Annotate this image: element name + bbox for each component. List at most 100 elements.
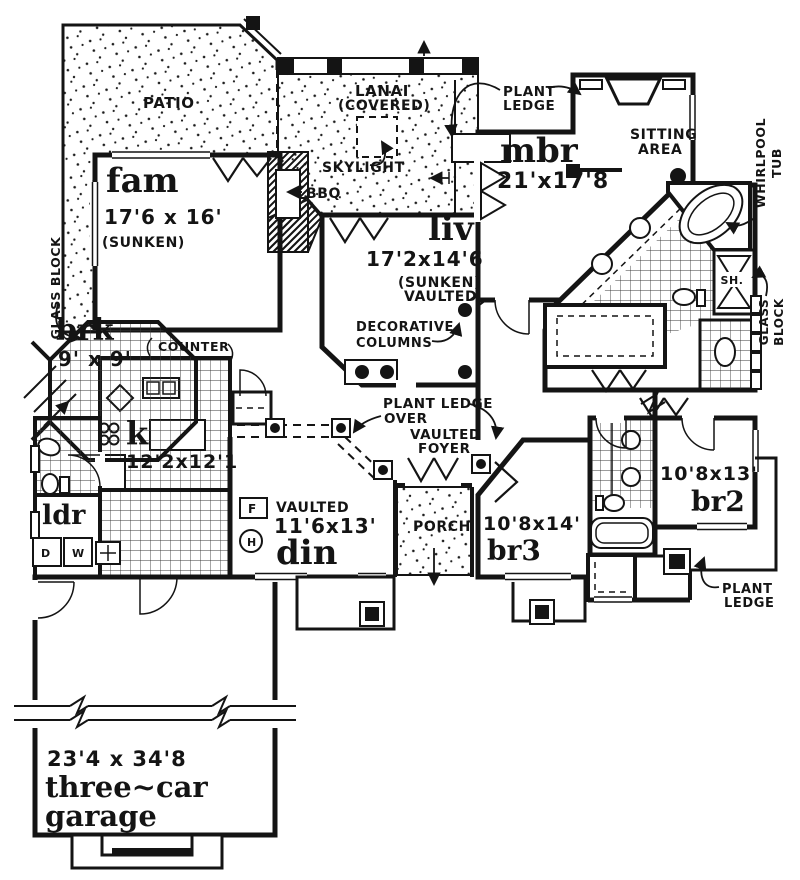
double-door-icon [480, 189, 507, 221]
toilet-icon [603, 494, 625, 512]
lanai-pillar [409, 58, 424, 73]
garage-name2: garage [45, 799, 157, 833]
glass-block-right-label2: BLOCK [772, 298, 786, 346]
glass-block-icon [750, 314, 762, 333]
bathtub-icon [590, 517, 654, 549]
column-icon [336, 423, 346, 433]
door-icon [494, 461, 519, 503]
family-dims: 17'6 x 16' [104, 205, 223, 229]
living-room [319, 212, 495, 390]
powder-room [33, 416, 105, 497]
door-arc [595, 417, 627, 449]
counter-label: COUNTER [158, 339, 229, 354]
glass-block-icon [750, 295, 762, 314]
column-icon [378, 465, 388, 475]
plant-ledge-top-label2: LEDGE [503, 98, 555, 114]
lanai-pillar [279, 58, 294, 73]
sink-icon [37, 437, 61, 457]
door-arc [239, 369, 267, 397]
door-arc [67, 454, 101, 488]
family-name: fam [106, 161, 179, 201]
toilet-icon [41, 473, 59, 495]
plant-ledge-shelf [451, 133, 511, 163]
lanai-area [277, 57, 479, 216]
bed2-name: br2 [691, 485, 745, 518]
bedroom2 [652, 413, 760, 532]
family-note: (SUNKEN) [102, 235, 185, 251]
closet-door-icon [591, 369, 621, 393]
wall-break-icon [69, 694, 231, 730]
column-icon [566, 164, 580, 178]
sitting-area-bay [579, 77, 686, 106]
foyer-label2: FOYER [418, 441, 471, 457]
living-name: liv [428, 209, 475, 249]
double-door-icon [480, 161, 507, 193]
toilet-icon [672, 288, 696, 306]
closet-door-icon [619, 369, 647, 391]
bbq-structure [267, 151, 324, 253]
column-icon [670, 168, 686, 184]
dining-note: VAULTED [276, 500, 349, 516]
glass-block-icon [750, 371, 762, 390]
entry-door-icon [433, 457, 459, 482]
laundry-name: ldr [42, 500, 86, 531]
decorative-label1: DECORATIVE [356, 320, 454, 335]
living-note2: VAULTED [404, 289, 477, 305]
laundry-room [30, 445, 121, 579]
sink-icon [621, 467, 641, 487]
glass-block-icon [750, 333, 762, 352]
lanai-label: LANAI [355, 82, 409, 100]
garage-name1: three~car [45, 770, 208, 804]
washer-icon [63, 537, 93, 567]
decorative-label2: COLUMNS [356, 336, 432, 351]
bed3-name: br3 [487, 534, 541, 567]
family-room [90, 150, 283, 333]
breakfast-name: brk [56, 313, 115, 348]
closet-door-icon [329, 217, 361, 245]
glass-block-icon [750, 352, 762, 371]
porch-area [295, 486, 587, 631]
bbq-label: BBQ [306, 186, 341, 202]
shower-icon [716, 255, 752, 284]
closet-door-icon [359, 217, 389, 241]
planter-icon [669, 554, 685, 569]
door-arc [139, 576, 178, 615]
dining-name: din [276, 533, 337, 573]
plant-ledge-top-label1: PLANT [503, 84, 556, 100]
door-arc [494, 299, 530, 335]
shower-label: SH. [720, 274, 743, 287]
kitchen-dims: 12'2x12'1 [126, 451, 238, 473]
skylight-label: SKYLIGHT [322, 160, 405, 176]
door-arc [37, 581, 75, 619]
kitchen-name: k [126, 414, 149, 452]
lanai-pillar [327, 58, 342, 73]
door-icon [663, 397, 689, 417]
dryer-label: D [41, 547, 51, 560]
living-note1: (SUNKEN) [398, 275, 481, 291]
column-icon [458, 365, 472, 379]
breakfast-dims: 9' x 9' [58, 347, 132, 371]
sink-icon [714, 337, 736, 367]
porch-label: PORCH [413, 519, 471, 535]
whirlpool-label1: WHIRLPOOL [753, 118, 768, 208]
column-icon [380, 365, 394, 379]
sink-icon [591, 253, 613, 275]
bed2-dims: 10'8x13' [660, 463, 758, 485]
annotation-arrows [55, 39, 768, 589]
column-icon [355, 365, 369, 379]
foyer-label1: VAULTED [410, 427, 481, 443]
closet-door-icon [212, 157, 244, 184]
plant-ledge-over-label2: OVER [384, 411, 428, 427]
patio-label: PATIO [143, 94, 195, 112]
glass-block-left-label: GLASS BLOCK [48, 236, 63, 340]
living-dims: 17'2x14'6 [366, 247, 484, 271]
lanai-label2: (COVERED) [338, 98, 430, 114]
bath2 [587, 413, 658, 558]
whirlpool-label2: TUB [769, 148, 784, 178]
dryer-icon [32, 537, 62, 567]
entry-door-icon [407, 457, 435, 484]
washer-label: W [72, 547, 85, 560]
rear-plant-ledge [637, 456, 778, 575]
